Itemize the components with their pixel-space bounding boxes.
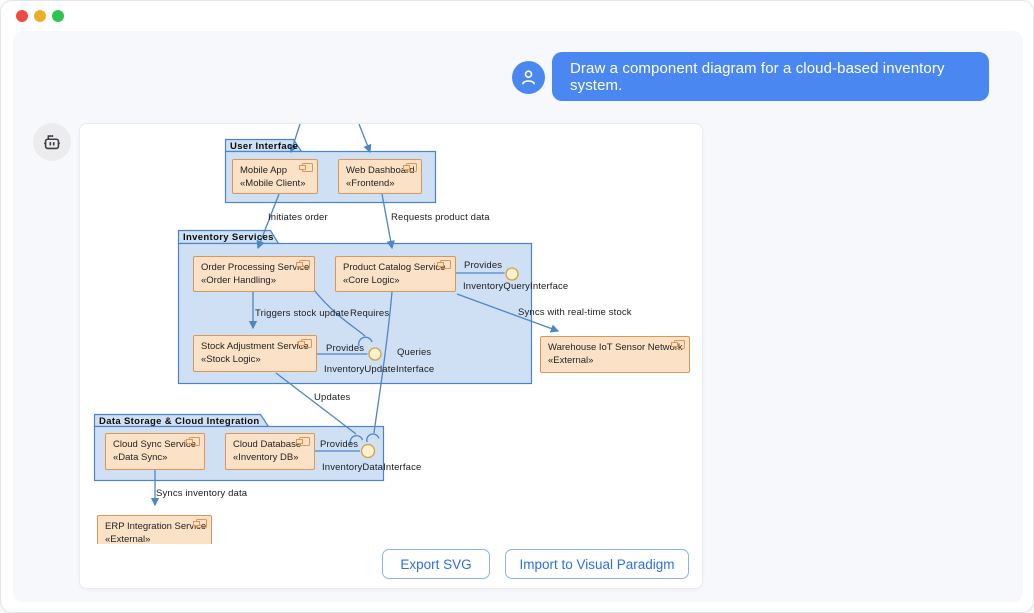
edge-label-syncs-realtime-stock: Syncs with real-time stock (518, 307, 632, 318)
edge-label-provides-data: Provides (320, 439, 358, 450)
component-icon (437, 260, 451, 269)
interface-ball-inventory-data (362, 445, 375, 458)
component-mobile-app: Mobile App «Mobile Client» (232, 159, 318, 194)
diagram-panel: User Interface Inventory Services Data S… (79, 123, 703, 589)
edge-label-syncs-inventory-data: Syncs inventory data (156, 488, 247, 499)
component-icon (671, 340, 685, 349)
component-order-processing-service: Order Processing Service «Order Handling… (193, 256, 315, 292)
edge-label-requests-product-data: Requests product data (391, 212, 490, 223)
component-cloud-sync-service: Cloud Sync Service «Data Sync» (105, 433, 205, 470)
component-icon (298, 339, 312, 348)
package-title-data-storage: Data Storage & Cloud Integration (99, 416, 260, 427)
component-icon (296, 437, 310, 446)
edge-label-requires: Requires (350, 308, 389, 319)
bot-avatar (33, 123, 71, 161)
component-icon (186, 437, 200, 446)
export-svg-button[interactable]: Export SVG (382, 549, 490, 579)
edge-label-provides-update: Provides (326, 343, 364, 354)
interface-ball-inventory-query (506, 268, 518, 280)
edge-label-updates: Updates (314, 392, 350, 403)
component-warehouse-iot-sensor-network: Warehouse IoT Sensor Network «External» (540, 336, 690, 373)
edge-actor-to-web-dashboard (359, 124, 370, 152)
edge-label-queries: Queries (397, 347, 431, 358)
component-web-dashboard: Web Dashboard «Frontend» (338, 159, 422, 194)
traffic-light-close-button[interactable] (16, 10, 28, 22)
traffic-light-maximize-button[interactable] (52, 10, 64, 22)
component-icon (296, 260, 310, 269)
component-icon (193, 519, 207, 528)
robot-icon (41, 131, 63, 153)
import-to-visual-paradigm-button[interactable]: Import to Visual Paradigm (505, 549, 689, 579)
traffic-light-minimize-button[interactable] (34, 10, 46, 22)
label-inventory-update-interface: InventoryUpdateInterface (324, 364, 434, 375)
component-cloud-database: Cloud Database «Inventory DB» (225, 433, 315, 470)
user-message-bubble: Draw a component diagram for a cloud-bas… (552, 52, 989, 101)
package-title-inventory-services: Inventory Services (183, 232, 274, 243)
user-icon (519, 68, 538, 87)
interface-ball-inventory-update (369, 348, 381, 360)
component-icon (403, 163, 417, 172)
user-message-text: Draw a component diagram for a cloud-bas… (570, 60, 971, 94)
label-inventory-data-interface: InventoryDataInterface (322, 462, 421, 473)
edge-label-triggers-stock-update: Triggers stock update (255, 308, 349, 319)
label-inventory-query-interface: InventoryQueryInterface (463, 281, 568, 292)
component-stock-adjustment-service: Stock Adjustment Service «Stock Logic» (193, 335, 317, 372)
chat-content-area: Draw a component diagram for a cloud-bas… (13, 31, 1023, 602)
component-icon (299, 163, 313, 172)
edge-label-initiates-order: Initiates order (268, 212, 328, 223)
titlebar (1, 1, 1033, 31)
package-title-user-interface: User Interface (230, 141, 298, 152)
component-diagram: User Interface Inventory Services Data S… (80, 124, 702, 544)
component-erp-integration-service: ERP Integration Service «External» (97, 515, 212, 544)
edge-label-provides-query: Provides (464, 260, 502, 271)
component-product-catalog-service: Product Catalog Service «Core Logic» (335, 256, 456, 292)
user-avatar (512, 61, 545, 94)
